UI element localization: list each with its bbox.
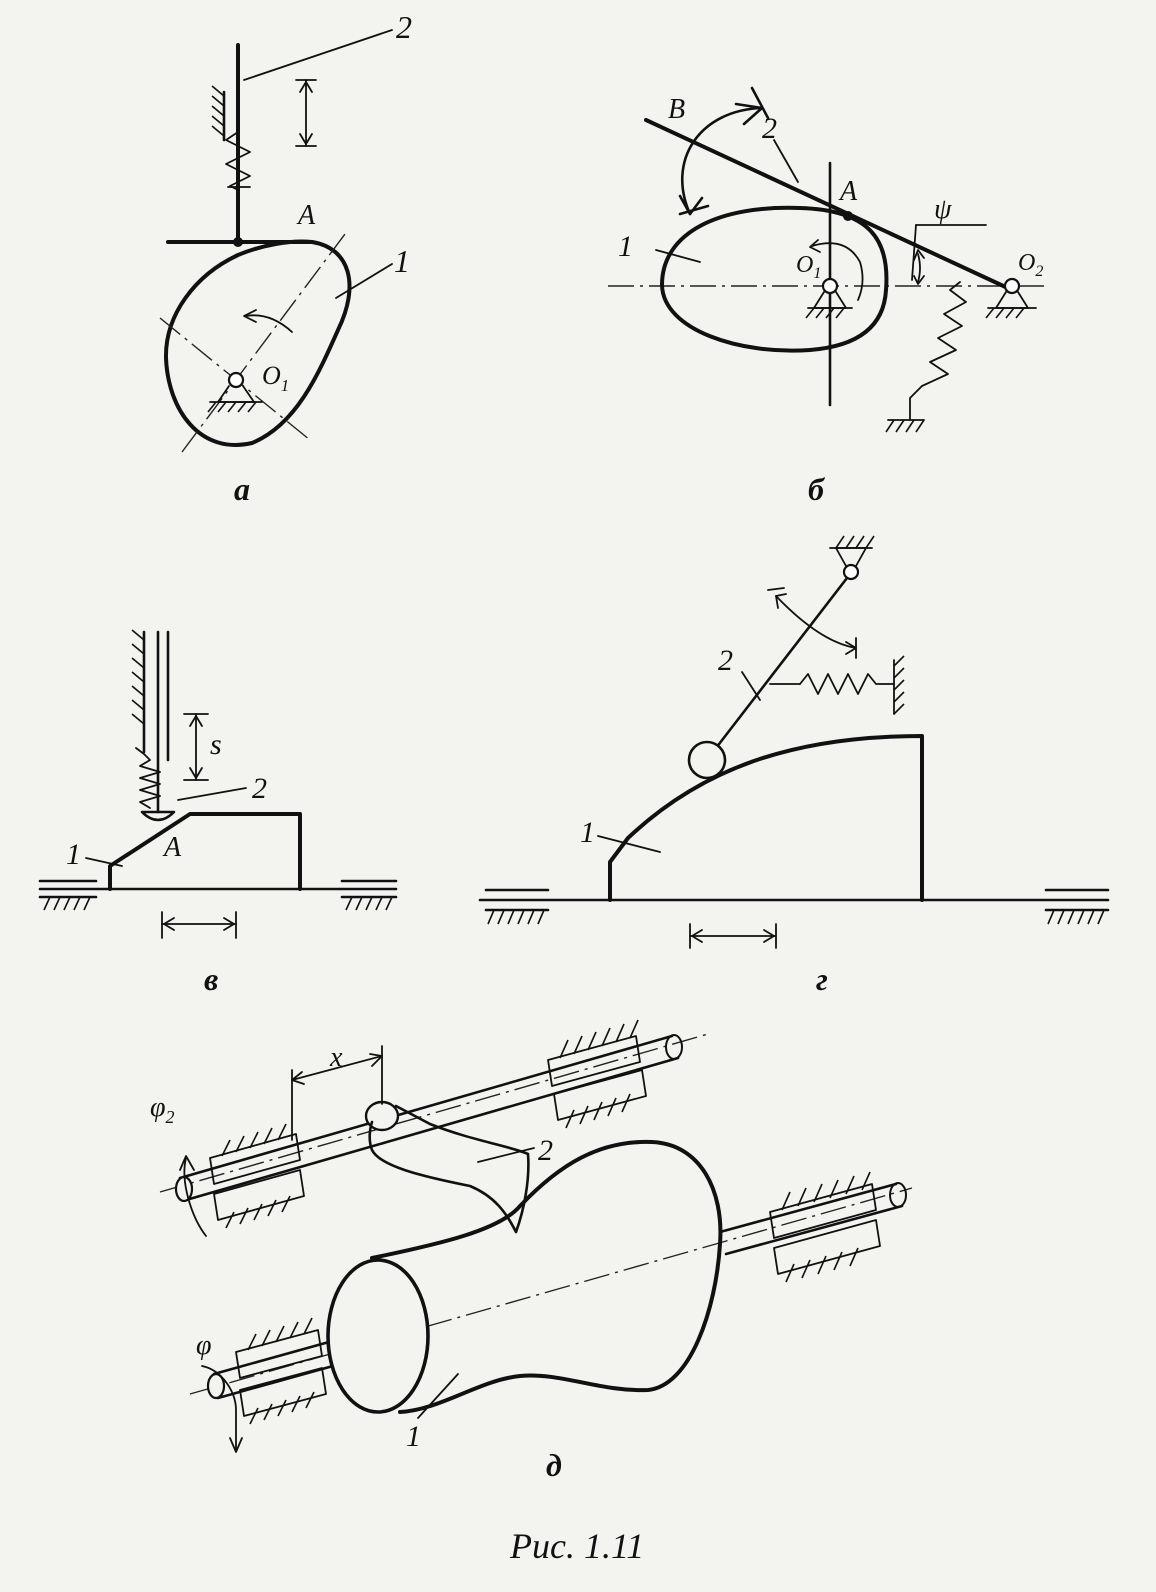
label-center1: O1 bbox=[796, 252, 821, 282]
ground-hatching bbox=[207, 401, 257, 413]
globoid-cam bbox=[370, 1139, 723, 1414]
panel-d: x 2 1 φ2 φ д bbox=[150, 1019, 913, 1483]
upper-bearing-left bbox=[209, 1123, 305, 1229]
follower-tip bbox=[140, 810, 176, 822]
phi2-rotation-arrow bbox=[183, 1157, 207, 1237]
spring bbox=[225, 131, 251, 191]
spring bbox=[135, 747, 161, 809]
label-point-b: B bbox=[668, 94, 685, 125]
panel-g: 2 1 г bbox=[478, 535, 1110, 997]
label-part1: 1 bbox=[618, 230, 633, 263]
panel-b: B 2 1 A ψ O1 O2 б bbox=[608, 86, 1046, 507]
leader-2 bbox=[477, 1147, 535, 1163]
label-part2: 2 bbox=[718, 644, 733, 677]
cam-profile bbox=[660, 205, 889, 353]
leader-2 bbox=[741, 671, 761, 701]
roller bbox=[687, 740, 727, 780]
upper-shaft bbox=[178, 1034, 674, 1180]
panel-letter-b: б bbox=[808, 471, 826, 507]
label-part2: 2 bbox=[538, 1134, 553, 1167]
panel-letter-d: д bbox=[546, 1447, 562, 1483]
label-part2: 2 bbox=[252, 772, 267, 805]
lower-bearing-right bbox=[769, 1171, 881, 1283]
ground-hatching bbox=[487, 909, 1105, 925]
ground-hatching bbox=[43, 896, 393, 911]
angle-psi-arc bbox=[917, 253, 921, 283]
lower-shaft-end bbox=[206, 1372, 226, 1400]
panel-v: s 2 A 1 в bbox=[38, 629, 398, 997]
label-phi2: φ2 bbox=[150, 1092, 175, 1127]
spring bbox=[909, 281, 967, 421]
label-part1: 1 bbox=[580, 816, 595, 849]
cam-body bbox=[608, 734, 924, 902]
pivot-o2 bbox=[1003, 277, 1021, 295]
label-point-a: A bbox=[296, 200, 316, 231]
cam-axis bbox=[181, 229, 349, 453]
rotation-arrow bbox=[811, 242, 864, 301]
label-part2: 2 bbox=[396, 9, 412, 45]
spring bbox=[799, 673, 895, 695]
leader-2 bbox=[177, 787, 247, 801]
label-stroke: s bbox=[210, 728, 222, 761]
contact-point-a bbox=[843, 211, 853, 221]
leader-1 bbox=[655, 249, 701, 263]
x-dim-arrow bbox=[291, 1055, 383, 1081]
label-part1: 1 bbox=[394, 243, 410, 279]
label-center: O1 bbox=[262, 361, 289, 395]
leader-1 bbox=[417, 1373, 459, 1419]
rocker-arm bbox=[714, 576, 849, 750]
pivot bbox=[842, 563, 860, 581]
leader-2 bbox=[773, 139, 799, 183]
lower-bearing-left bbox=[235, 1317, 327, 1425]
rocker-arm bbox=[644, 118, 1014, 292]
label-center2: O2 bbox=[1018, 250, 1043, 280]
swing-arc bbox=[680, 106, 764, 216]
leader-1 bbox=[85, 857, 123, 867]
contact-point-a bbox=[233, 237, 243, 247]
panel-letter-v: в bbox=[204, 961, 218, 997]
top-pivot-support bbox=[835, 547, 867, 567]
leader-1 bbox=[335, 263, 393, 299]
label-phi: φ bbox=[196, 1330, 212, 1361]
pivot-o1 bbox=[821, 277, 839, 295]
cam-profile bbox=[163, 239, 352, 447]
swing-arrow bbox=[775, 595, 857, 649]
rocker-arm bbox=[368, 1104, 530, 1234]
figure-caption: Рис. 1.11 bbox=[509, 1526, 644, 1566]
panel-a: 2 1 A O1 а bbox=[159, 9, 412, 507]
guide-hatching bbox=[211, 85, 225, 137]
upper-bearing-right bbox=[547, 1019, 647, 1129]
upper-shaft-axis bbox=[159, 1033, 709, 1193]
panel-letter-g: г bbox=[816, 961, 828, 997]
label-x: x bbox=[329, 1042, 343, 1073]
label-part1: 1 bbox=[66, 838, 81, 871]
label-point-a: A bbox=[838, 176, 858, 207]
rotation-arrow bbox=[245, 314, 293, 333]
panel-letter-a: а bbox=[234, 471, 250, 507]
leader-2 bbox=[243, 29, 393, 81]
label-angle-psi: ψ bbox=[934, 194, 952, 225]
phi-rotation-arrow bbox=[201, 1365, 237, 1451]
leader-1 bbox=[597, 835, 661, 853]
pivot-o1 bbox=[227, 371, 245, 389]
label-point-a: A bbox=[162, 832, 182, 863]
globoid-cam-end-face bbox=[326, 1258, 430, 1414]
label-part1: 1 bbox=[406, 1420, 421, 1453]
lower-shaft-right bbox=[718, 1182, 898, 1234]
wedge-cam bbox=[108, 812, 302, 891]
label-part2: 2 bbox=[762, 112, 777, 145]
